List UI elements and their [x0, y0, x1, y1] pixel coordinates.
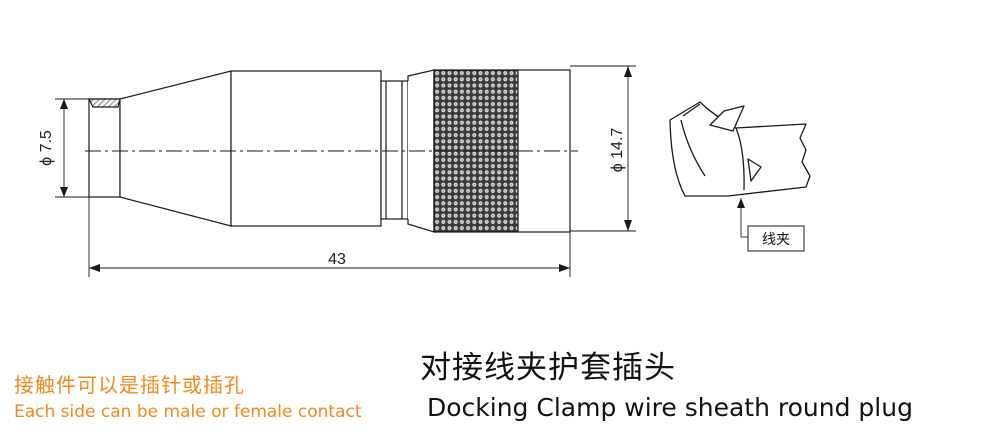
tapered-boot — [119, 70, 232, 227]
length-dimension: 43 — [88, 197, 571, 277]
product-title-cn: 对接线夹护套插头 — [420, 350, 676, 386]
clamp-body — [669, 101, 811, 197]
large-diameter-dimension: ϕ 14.7 — [570, 65, 636, 232]
length-label: 43 — [328, 251, 346, 268]
small-diameter-dimension: ϕ 7.5 — [38, 98, 89, 198]
clamp-triangle — [747, 158, 762, 182]
product-title-en: Docking Clamp wire sheath round plug — [427, 393, 913, 422]
contact-note-en: Each side can be male or female contact — [14, 402, 362, 422]
cable-end-hatch — [88, 98, 121, 108]
clamp-callout: 线夹 — [737, 198, 805, 252]
large-diameter-label: ϕ 14.7 — [609, 128, 626, 173]
clamp-tab — [709, 105, 745, 132]
contact-note-cn: 接触件可以是插针或插孔 — [14, 373, 245, 397]
sleeve — [230, 70, 382, 227]
clamp-callout-label: 线夹 — [762, 232, 790, 248]
small-diameter-label: ϕ 7.5 — [38, 130, 55, 166]
connector-drawing: ϕ 7.5 ϕ 14.7 43 线夹 — [38, 65, 811, 277]
wire-clamp — [669, 101, 811, 197]
cable-end — [88, 98, 121, 198]
clamp-edge — [735, 127, 745, 191]
clamp-inner-lip — [680, 103, 706, 177]
neck — [380, 80, 409, 220]
